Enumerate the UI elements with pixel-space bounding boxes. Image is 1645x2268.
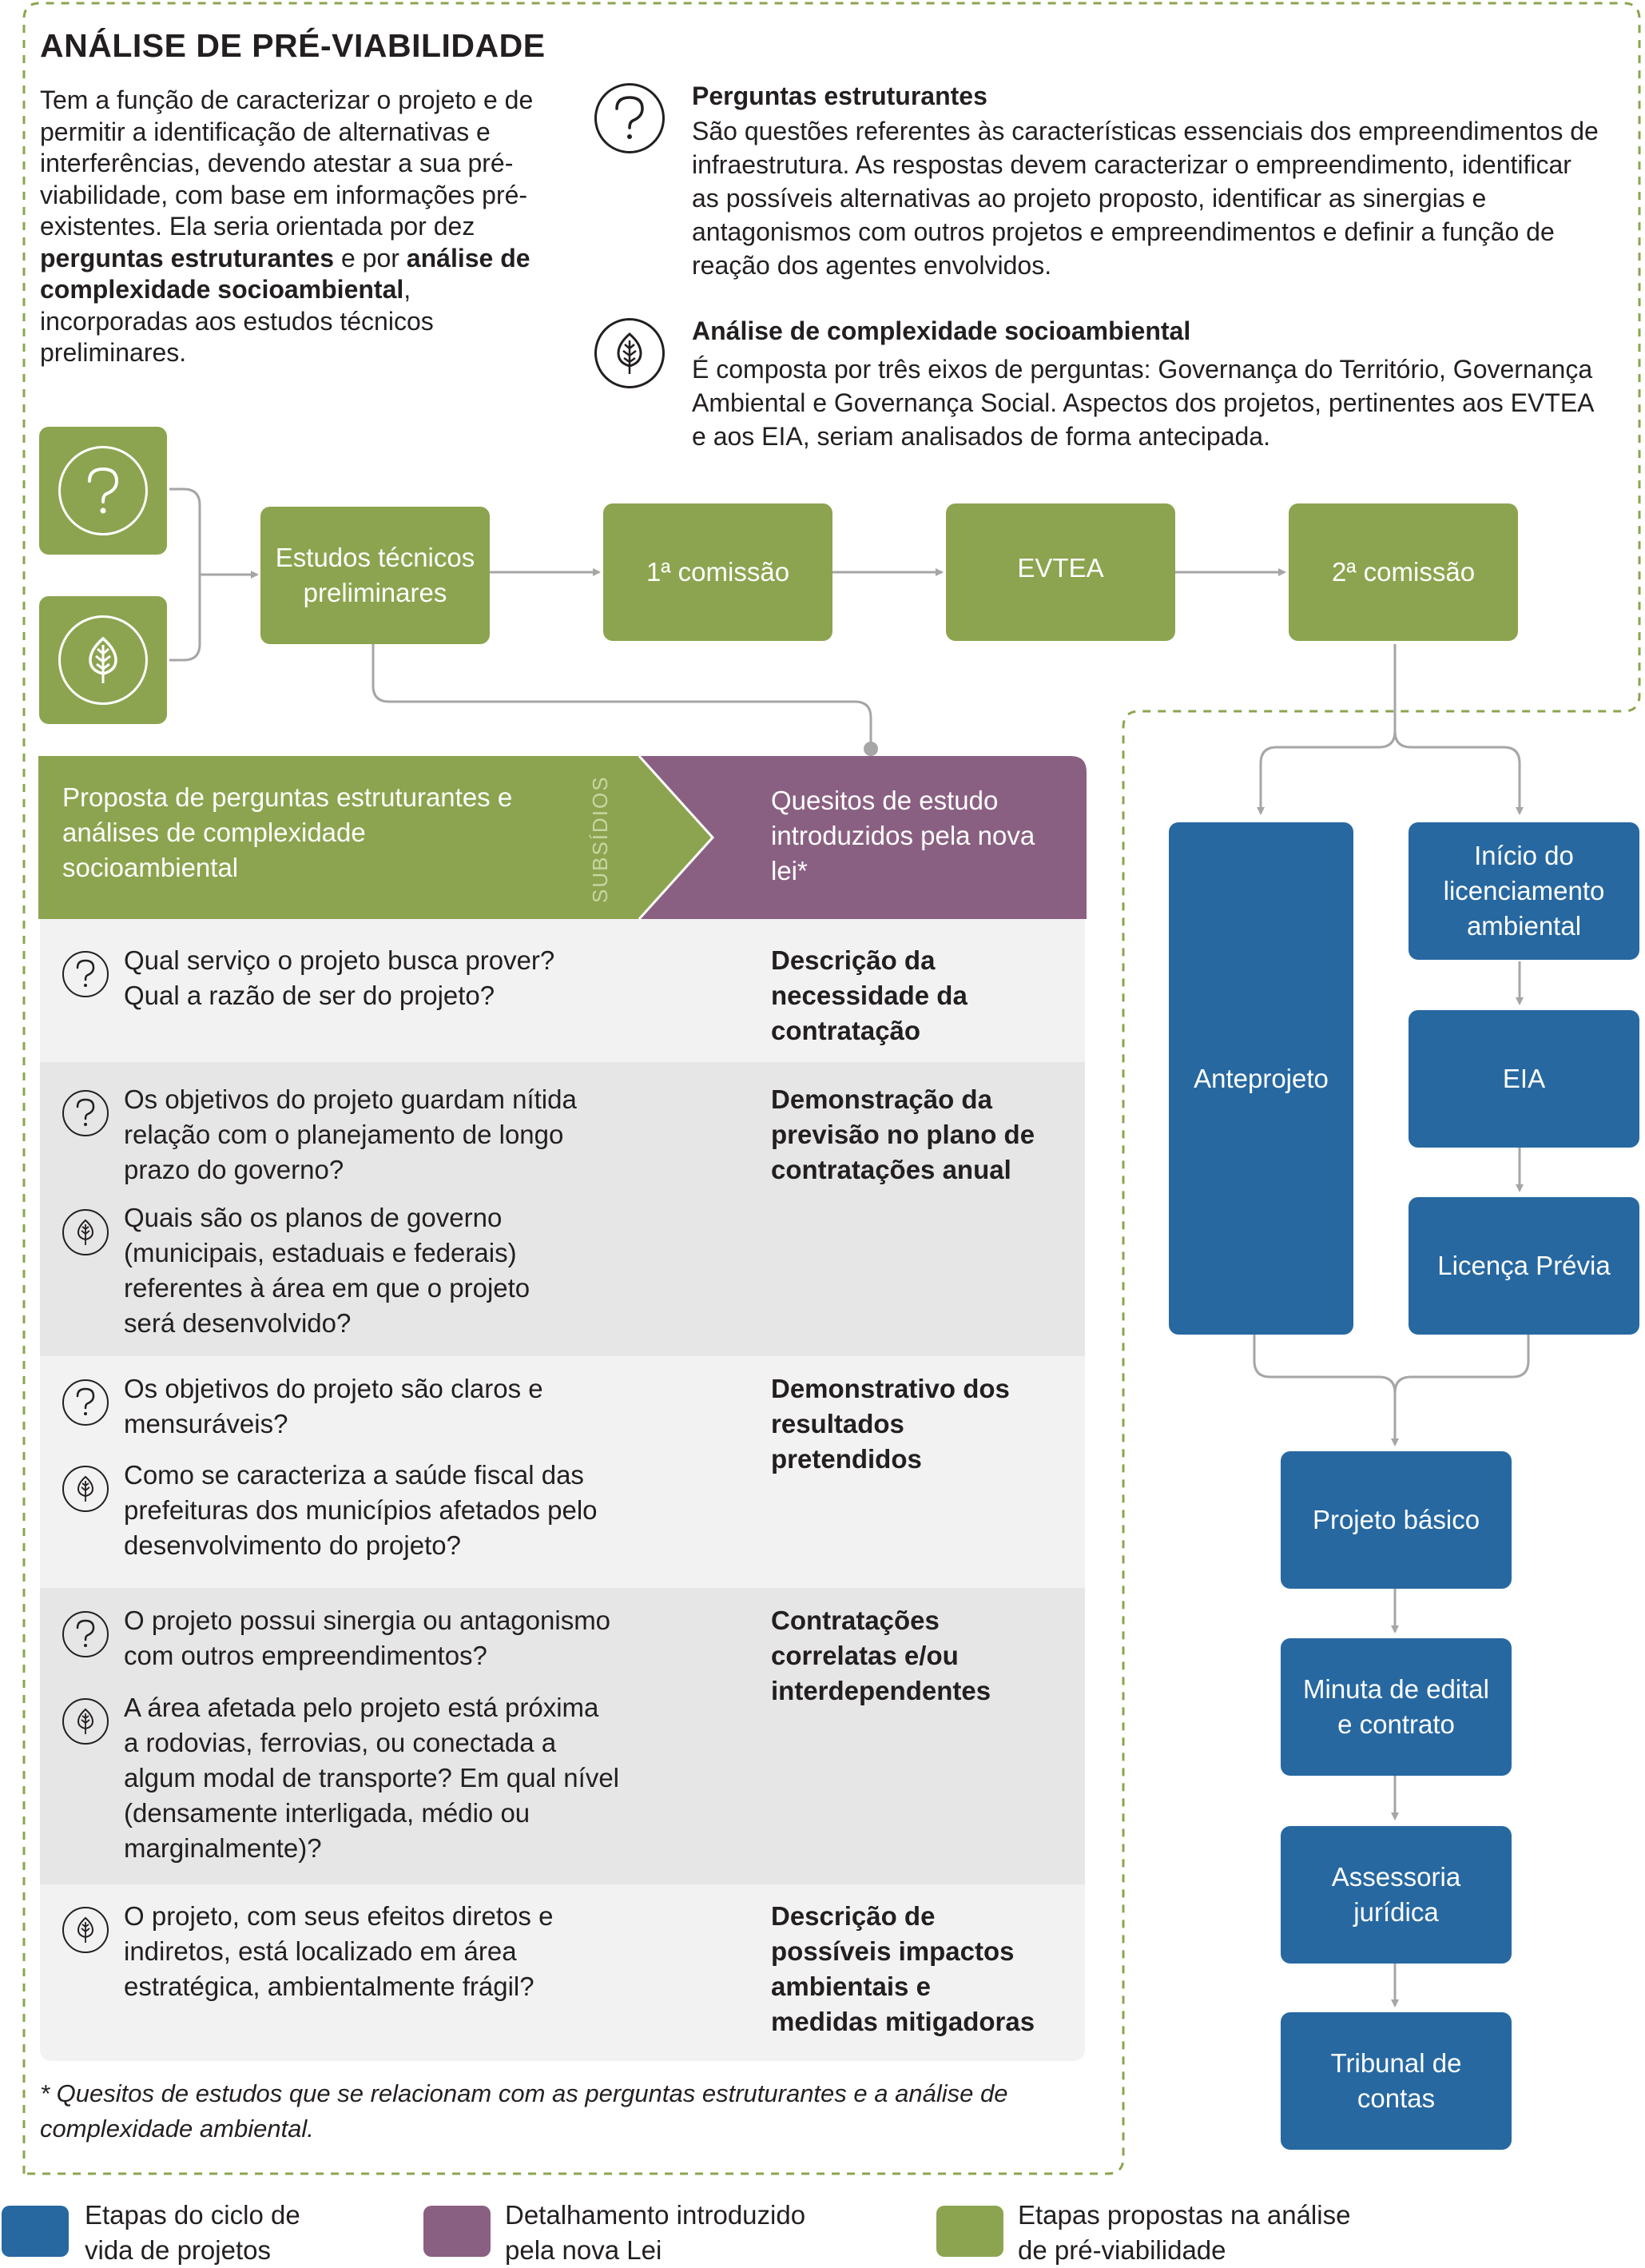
complexidade-text: É composta por três eixos de perguntas: …: [692, 355, 1593, 451]
connector-dot: [864, 742, 878, 756]
table-row: [40, 1884, 1085, 2061]
table-header-chevron-line: [638, 756, 715, 919]
requirement-text: Demonstração da previsão no plano de con…: [771, 1084, 1035, 1184]
table-header-shapes: [38, 756, 1087, 919]
connector-merge: [1253, 1335, 1399, 1446]
connector-icons-to-estudos: [169, 487, 201, 662]
complexidade-title: Análise de complexidade socioambiental: [692, 316, 1191, 345]
connector-comissao2-licenciamento: [1393, 730, 1524, 815]
assessoria-box: Assessoria jurídica: [1281, 1826, 1512, 1964]
anteprojeto-label: Anteprojeto: [1194, 1063, 1329, 1093]
table-row: [40, 1062, 1085, 1356]
question-text: O projeto possui sinergia ou antagonismo…: [124, 1606, 611, 1670]
legend-swatch-blue: [2, 2206, 69, 2257]
inicio-licenciamento-label: Início do licenciamento ambiental: [1443, 841, 1605, 941]
table-header-left: Proposta de perguntas estruturantes e an…: [62, 782, 513, 882]
eia-label: EIA: [1502, 1064, 1546, 1093]
question-icon: [594, 83, 665, 153]
green-tile-perguntas: [39, 427, 167, 555]
table-header-right: Quesitos de estudo introduzidos pela nov…: [771, 786, 1035, 885]
licenca-previa-label: Licença Prévia: [1437, 1251, 1611, 1280]
connector-comissao2-split: [1257, 644, 1397, 815]
comissao2-label: 2ª comissão: [1331, 557, 1476, 587]
leaf-icon: [62, 1466, 109, 1512]
leaf-icon: [62, 1209, 109, 1255]
table-row: [40, 1588, 1085, 1884]
legend-label-blue: Etapas do ciclo de vida de projetos: [85, 2200, 300, 2265]
page-title: ANÁLISE DE PRÉ-VIABILIDADE: [40, 27, 546, 64]
requirement-text: Descrição da necessidade da contratação: [771, 945, 968, 1045]
question-icon: [58, 446, 148, 535]
estudos-tecnicos-label: Estudos técnicos preliminares: [275, 543, 475, 607]
question-text: Como se caracteriza a saúde fiscal das p…: [124, 1460, 598, 1560]
minuta-label: Minuta de edital e contrato: [1303, 1674, 1489, 1739]
table-row: [40, 919, 1085, 1062]
inicio-licenciamento-box: Início do licenciamento ambiental: [1409, 822, 1639, 960]
evtea-box: EVTEA: [946, 503, 1175, 641]
connector-merge-right: [1393, 1335, 1530, 1394]
question-text: O projeto, com seus efeitos diretos e in…: [124, 1901, 554, 2001]
table-header-green: [38, 756, 713, 919]
legend-label-green: Etapas propostas na análise de pré-viabi…: [1018, 2200, 1351, 2265]
question-text: Quais são os planos de governo (municipa…: [124, 1203, 530, 1338]
intro-text-3: , incorporadas aos estudos técnicos prel…: [40, 275, 434, 367]
legend-swatch-green: [936, 2206, 1003, 2257]
licenca-previa-box: Licença Prévia: [1409, 1197, 1639, 1335]
leaf-icon: [594, 318, 665, 388]
question-icon: [62, 951, 109, 997]
minuta-box: Minuta de edital e contrato: [1281, 1638, 1512, 1776]
question-text: Qual serviço o projeto busca prover? Qua…: [124, 945, 555, 1010]
green-tile-complexidade: [39, 596, 167, 724]
intro-paragraph: Tem a função de caracterizar o projeto e…: [40, 85, 559, 369]
requirement-text: Descrição de possíveis impactos ambienta…: [771, 1901, 1035, 2036]
requirement-text: Demonstrativo dos resultados pretendidos: [771, 1374, 1010, 1474]
comissao1-box: 1ª comissão: [603, 503, 832, 641]
question-text: A área afetada pelo projeto está próxima…: [124, 1693, 620, 1863]
requirement-text: Contratações correlatas e/ou interdepend…: [771, 1606, 991, 1705]
tribunal-label: Tribunal de contas: [1330, 2048, 1462, 2113]
leaf-icon: [58, 615, 148, 705]
tribunal-box: Tribunal de contas: [1281, 2012, 1512, 2150]
legend-label-purple: Detalhamento introduzido pela nova Lei: [505, 2200, 806, 2265]
connector-estudos-to-table: [372, 644, 872, 748]
leaf-icon: [62, 1907, 109, 1953]
estudos-tecnicos-box: Estudos técnicos preliminares: [260, 507, 490, 644]
question-icon: [62, 1611, 109, 1657]
question-icon: [62, 1379, 109, 1426]
intro-bold-1: perguntas estruturantes: [40, 243, 335, 273]
table-header-tag: SUBSÍDIOS: [588, 775, 612, 903]
comissao1-label: 1ª comissão: [646, 557, 790, 587]
intro-bold-2: análise de complexidade socioambiental: [40, 243, 530, 304]
anteprojeto-box: Anteprojeto: [1169, 822, 1353, 1335]
question-text: Os objetivos do projeto são claros e men…: [124, 1374, 543, 1438]
question-icon: [62, 1090, 109, 1136]
projeto-basico-box: Projeto básico: [1281, 1451, 1512, 1589]
evtea-label: EVTEA: [1017, 553, 1104, 583]
question-text: Os objetivos do projeto guardam nítida r…: [124, 1084, 577, 1184]
intro-text-2: e por: [334, 243, 407, 273]
perguntas-text: São questões referentes às característic…: [692, 117, 1599, 280]
footnote: * Quesitos de estudos que se relacionam …: [40, 2079, 1008, 2143]
table-row: [40, 1356, 1085, 1588]
comissao2-box: 2ª comissão: [1289, 503, 1518, 641]
assessoria-label: Assessoria jurídica: [1331, 1862, 1461, 1927]
legend-swatch-purple: [423, 2206, 491, 2257]
projeto-basico-label: Projeto básico: [1312, 1505, 1480, 1534]
eia-box: EIA: [1409, 1010, 1639, 1148]
perguntas-title: Perguntas estruturantes: [692, 82, 987, 110]
table-header-purple: [639, 756, 1087, 919]
intro-text-1: Tem a função de caracterizar o projeto e…: [40, 86, 534, 241]
leaf-icon: [62, 1698, 109, 1745]
